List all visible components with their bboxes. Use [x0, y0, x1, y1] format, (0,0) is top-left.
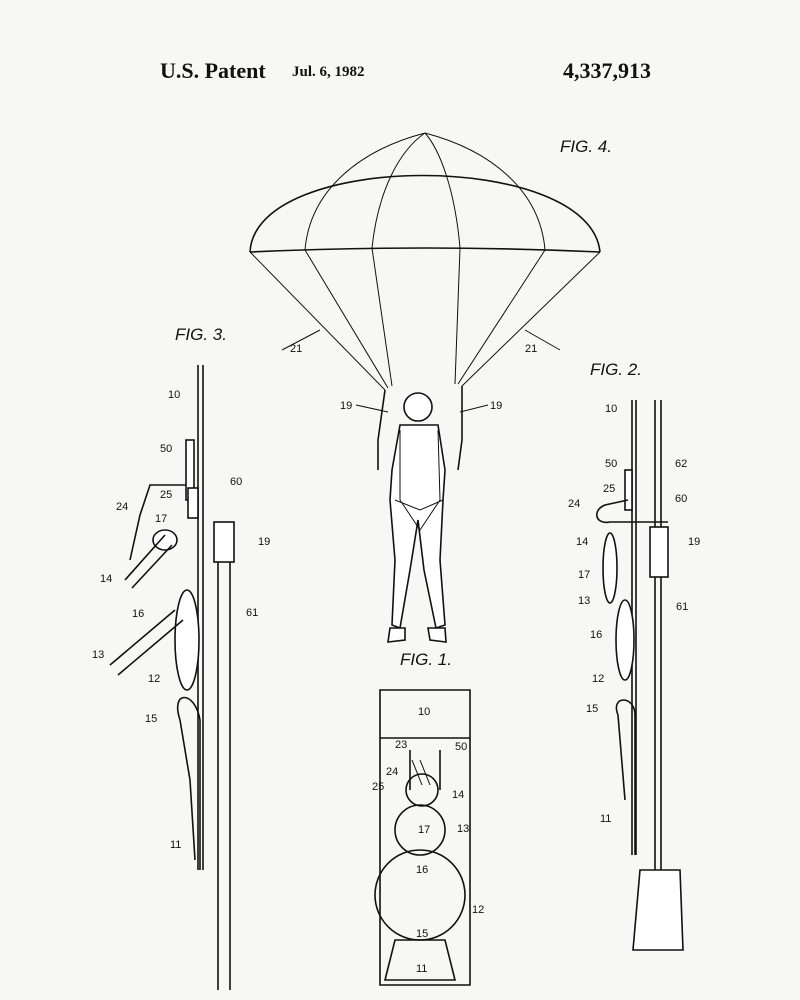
fig3-assembly: [109, 365, 235, 990]
patent-number: 4,337,913: [563, 58, 651, 83]
ref-label: 17: [418, 824, 430, 836]
ref-label: 16: [416, 864, 428, 876]
ref-label: 15: [416, 928, 428, 940]
ref-label: 25: [603, 483, 615, 495]
ref-label: 12: [592, 673, 604, 685]
fig2-labels: 10 50 62 25 60 24 14 19 17 13 61 16 12 1…: [568, 403, 700, 825]
fig1-assembly: [374, 689, 471, 986]
ref-label: 14: [452, 789, 464, 801]
ref-label: 23: [395, 739, 407, 751]
ref-label: 16: [590, 629, 602, 641]
ref-label: 25: [160, 489, 172, 501]
fig3-labels: 10 50 60 24 25 17 19 14 16 61 13 12 15 1…: [92, 389, 270, 851]
fig2-caption: FIG. 2.: [590, 360, 642, 379]
ref-label: 17: [578, 569, 590, 581]
ref-label: 61: [246, 607, 258, 619]
ref-label: 21: [525, 343, 537, 355]
ref-label: 17: [155, 513, 167, 525]
ref-label: 12: [472, 904, 484, 916]
ref-label: 13: [578, 595, 590, 607]
ref-label: 13: [92, 649, 104, 661]
ref-label: 19: [258, 536, 270, 548]
ref-label: 10: [418, 706, 430, 718]
ref-label: 60: [675, 493, 687, 505]
fig4-parachute: [249, 132, 601, 391]
ref-label: 24: [568, 498, 580, 510]
ref-label: 19: [490, 400, 502, 412]
fig2-assembly: [596, 400, 684, 951]
patent-title: U.S. Patent: [160, 58, 266, 83]
ref-label: 21: [290, 343, 302, 355]
patent-date: Jul. 6, 1982: [292, 64, 365, 80]
ref-label: 13: [457, 823, 469, 835]
fig4-caption: FIG. 4.: [560, 137, 612, 156]
ref-label: 11: [600, 813, 611, 825]
ref-label: 16: [132, 608, 144, 620]
fig4-parachutist: [377, 386, 463, 643]
ref-label: 10: [605, 403, 617, 415]
ref-label: 14: [576, 536, 588, 548]
fig1-caption: FIG. 1.: [400, 650, 452, 669]
ref-label: 14: [100, 573, 112, 585]
ref-label: 10: [168, 389, 180, 401]
ref-label: 25: [372, 781, 384, 793]
fig3-caption: FIG. 3.: [175, 325, 227, 344]
ref-label: 24: [386, 766, 398, 778]
ref-label: 60: [230, 476, 242, 488]
ref-label: 24: [116, 501, 128, 513]
ref-label: 61: [676, 601, 688, 613]
ref-label: 11: [416, 963, 427, 975]
ref-label: 19: [340, 400, 352, 412]
ref-label: 19: [688, 536, 700, 548]
ref-label: 15: [586, 703, 598, 715]
ref-label: 50: [455, 741, 467, 753]
fig1-labels: 10 23 50 24 25 14 17 13 16 12 15 11: [372, 706, 484, 975]
ref-label: 15: [145, 713, 157, 725]
ref-label: 11: [170, 839, 181, 851]
ref-label: 62: [675, 458, 687, 470]
ref-label: 50: [605, 458, 617, 470]
ref-label: 12: [148, 673, 160, 685]
ref-label: 50: [160, 443, 172, 455]
